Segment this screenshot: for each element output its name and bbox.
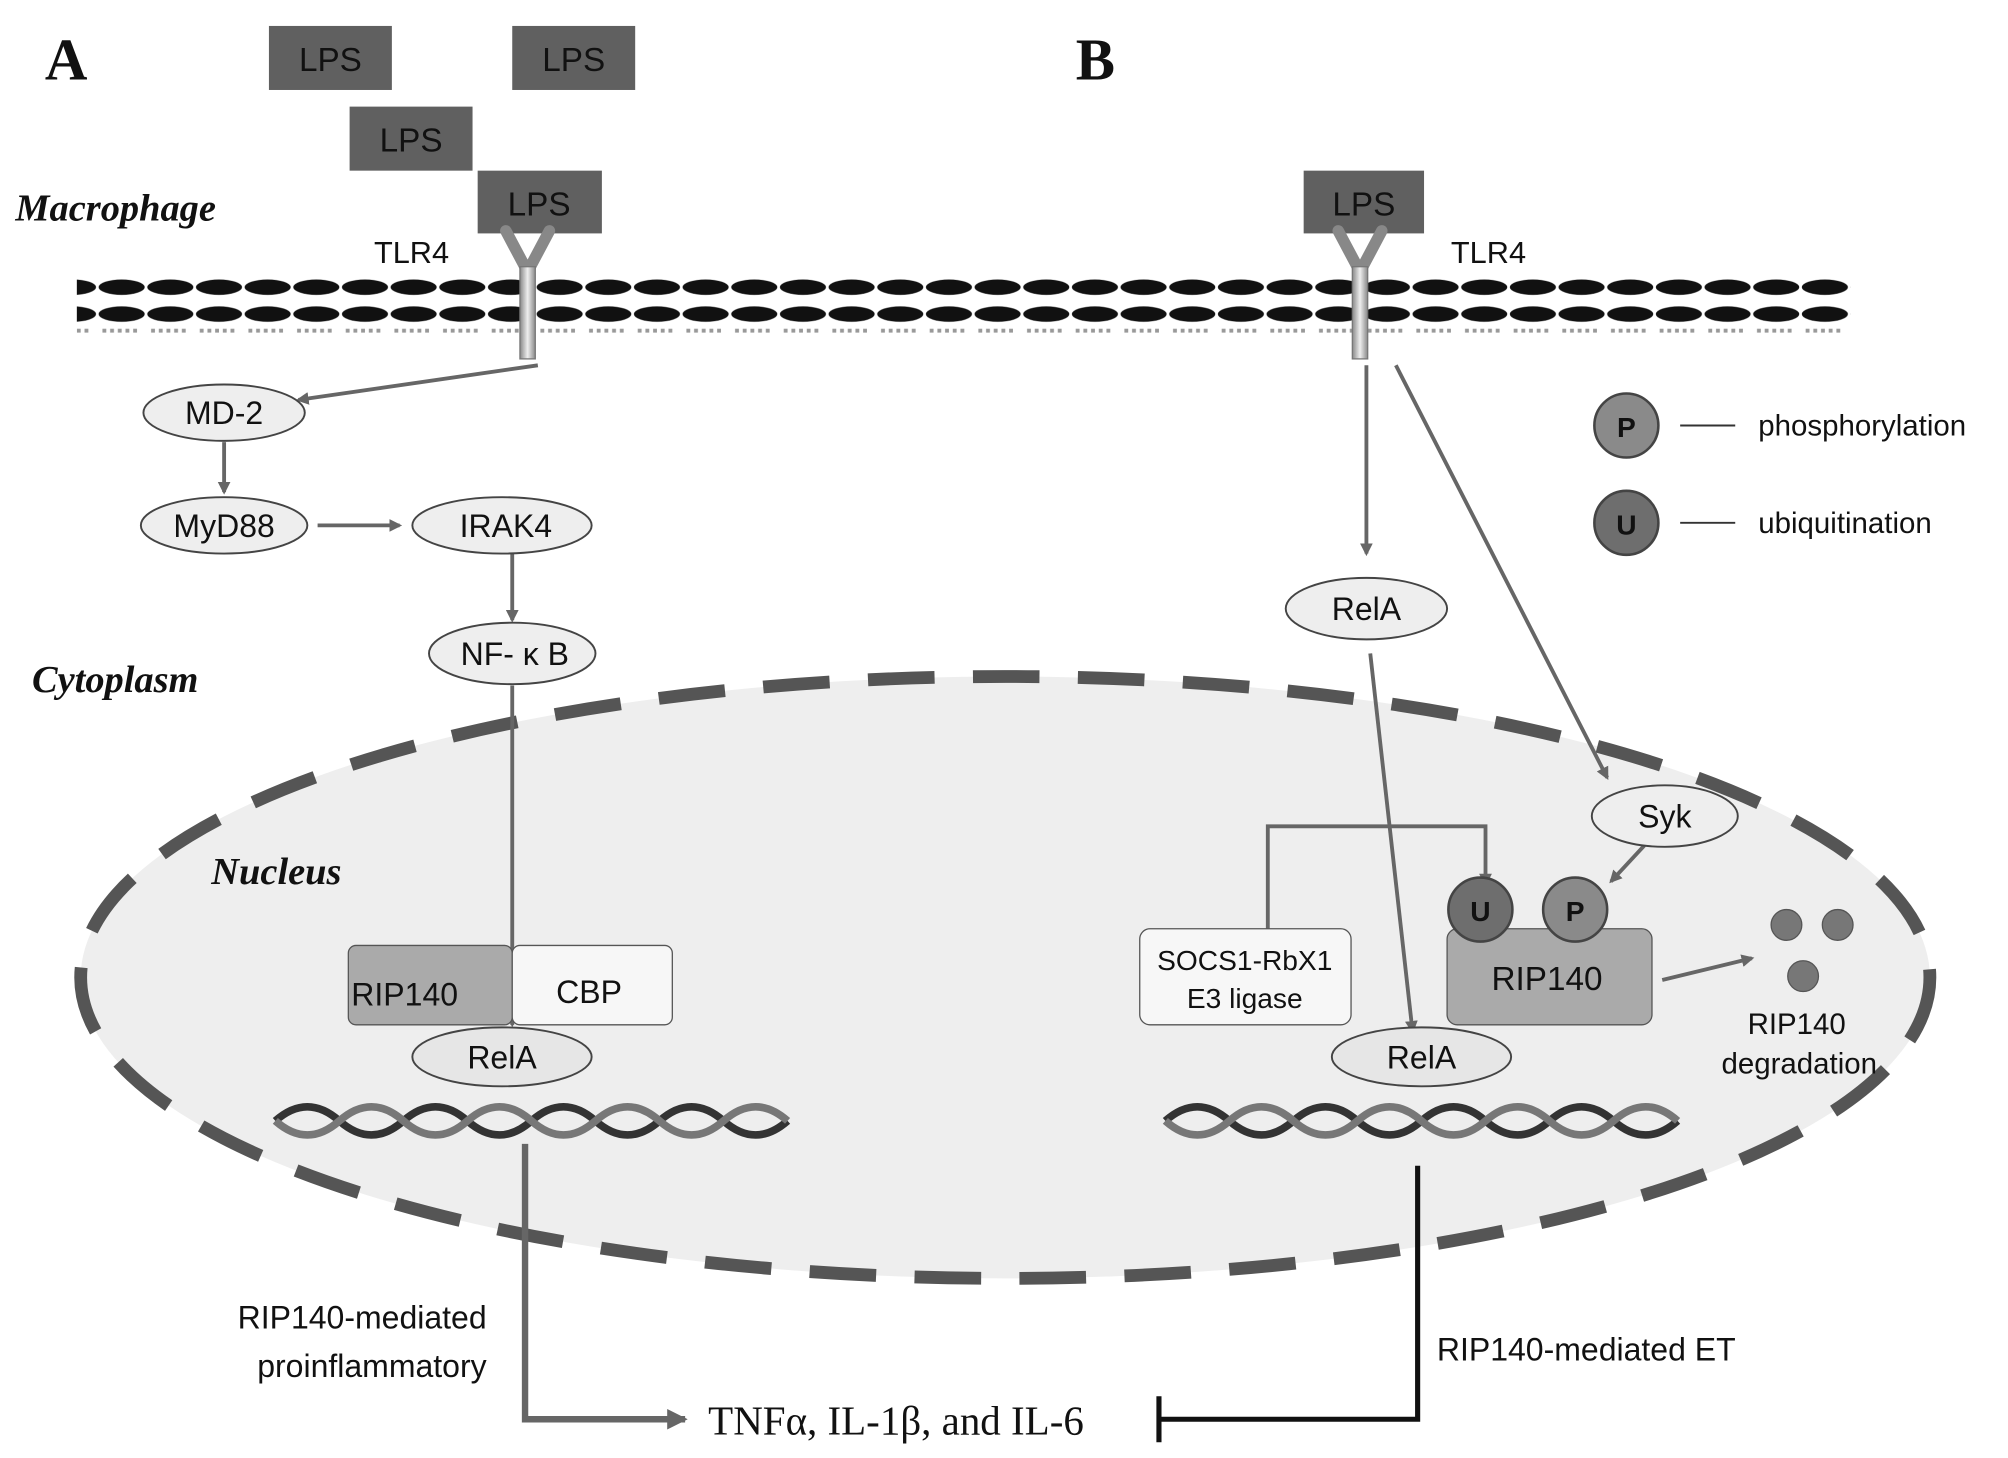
svg-text:P: P: [1617, 411, 1636, 443]
cytokines-label: TNFα, IL-1β, and IL-6: [708, 1398, 1084, 1444]
arrow-proinflammatory-output: [521, 1143, 688, 1430]
svg-text:RIP140: RIP140: [351, 977, 458, 1013]
svg-text:CBP: CBP: [556, 974, 622, 1010]
svg-text:SOCS1-RbX1: SOCS1-RbX1: [1157, 944, 1332, 976]
svg-text:IRAK4: IRAK4: [460, 508, 552, 544]
tlr4-label-b: TLR4: [1451, 235, 1526, 270]
syk-node: Syk: [1590, 784, 1739, 848]
proinflammatory-label-line2: proinflammatory: [257, 1348, 486, 1384]
svg-text:MyD88: MyD88: [173, 508, 274, 544]
svg-text:MD-2: MD-2: [185, 395, 263, 431]
svg-text:RelA: RelA: [1387, 1039, 1457, 1075]
svg-text:ubiquitination: ubiquitination: [1758, 507, 1932, 540]
md2-node: MD-2: [142, 383, 306, 442]
irak4-node: IRAK4: [411, 496, 593, 555]
rip140-node-b: RIP140: [1446, 928, 1653, 1026]
svg-text:P: P: [1566, 895, 1585, 927]
lps-molecule: LPS: [1303, 170, 1425, 234]
arrow-syk-to-p: [1609, 844, 1646, 884]
svg-text:LPS: LPS: [508, 186, 571, 223]
degradation-fragments-icon: [1770, 908, 1854, 993]
cell-membrane: [76, 275, 1851, 336]
panel-a-label: A: [45, 28, 88, 93]
lps-molecule: LPS: [349, 106, 473, 171]
lps-molecule: LPS: [512, 25, 636, 90]
lps-molecule: LPS: [268, 25, 392, 90]
degradation-label-line1: RIP140: [1748, 1008, 1846, 1041]
svg-text:U: U: [1470, 895, 1490, 927]
phosphate-mark-icon: P: [1541, 876, 1609, 943]
socs1-rbx1-node: SOCS1-RbX1 E3 ligase: [1139, 928, 1352, 1026]
proinflammatory-label-line1: RIP140-mediated: [238, 1299, 487, 1335]
lps-molecule: LPS: [477, 170, 602, 234]
arrow-tlr4-to-md2: [295, 363, 539, 405]
arrow-socs-to-u: [1265, 824, 1492, 929]
tlr4-receptor-icon: [1332, 225, 1388, 360]
tlr4-label-a: TLR4: [374, 235, 449, 270]
svg-text:RelA: RelA: [1332, 591, 1402, 627]
myd88-node: MyD88: [139, 496, 309, 555]
rela-node-a: RelA: [411, 1026, 593, 1088]
ubiquitin-mark-icon: U: [1447, 876, 1514, 943]
inhibition-et-line: [1156, 1165, 1421, 1443]
nfkb-node: NF- κ B: [428, 621, 597, 686]
dna-icon: [1162, 1103, 1681, 1139]
svg-text:Syk: Syk: [1638, 799, 1692, 835]
cytoplasm-label: Cytoplasm: [32, 659, 198, 701]
svg-text:E3 ligase: E3 ligase: [1187, 982, 1303, 1014]
arrow-rela-to-nucleus: [1368, 653, 1418, 1034]
dna-icon: [272, 1103, 791, 1139]
nucleus-label: Nucleus: [210, 851, 341, 893]
svg-text:phosphorylation: phosphorylation: [1758, 410, 1966, 443]
rela-node-cytoplasm: RelA: [1284, 576, 1449, 641]
macrophage-label: Macrophage: [14, 188, 216, 230]
svg-text:U: U: [1616, 508, 1636, 540]
arrow-rip140-degradation: [1661, 954, 1755, 982]
svg-text:LPS: LPS: [542, 42, 605, 79]
svg-text:LPS: LPS: [299, 42, 362, 79]
tlr4-receptor-icon: [500, 225, 556, 360]
legend-phosphorylation: P phosphorylation: [1593, 392, 1966, 459]
svg-text:NF- κ B: NF- κ B: [461, 636, 569, 672]
svg-text:RIP140: RIP140: [1491, 961, 1602, 998]
arrow-tlr4-to-syk: [1394, 364, 1609, 780]
svg-text:LPS: LPS: [380, 122, 443, 159]
rip140-node-a: RIP140: [347, 944, 513, 1026]
cbp-node: CBP: [511, 944, 673, 1026]
degradation-label-line2: degradation: [1722, 1047, 1877, 1080]
panel-b-label: B: [1076, 28, 1115, 93]
rela-node-b: RelA: [1330, 1026, 1513, 1088]
svg-text:RelA: RelA: [467, 1039, 537, 1075]
legend-ubiquitination: U ubiquitination: [1593, 489, 1932, 557]
svg-text:LPS: LPS: [1332, 186, 1395, 223]
et-label: RIP140-mediated ET: [1437, 1331, 1736, 1367]
